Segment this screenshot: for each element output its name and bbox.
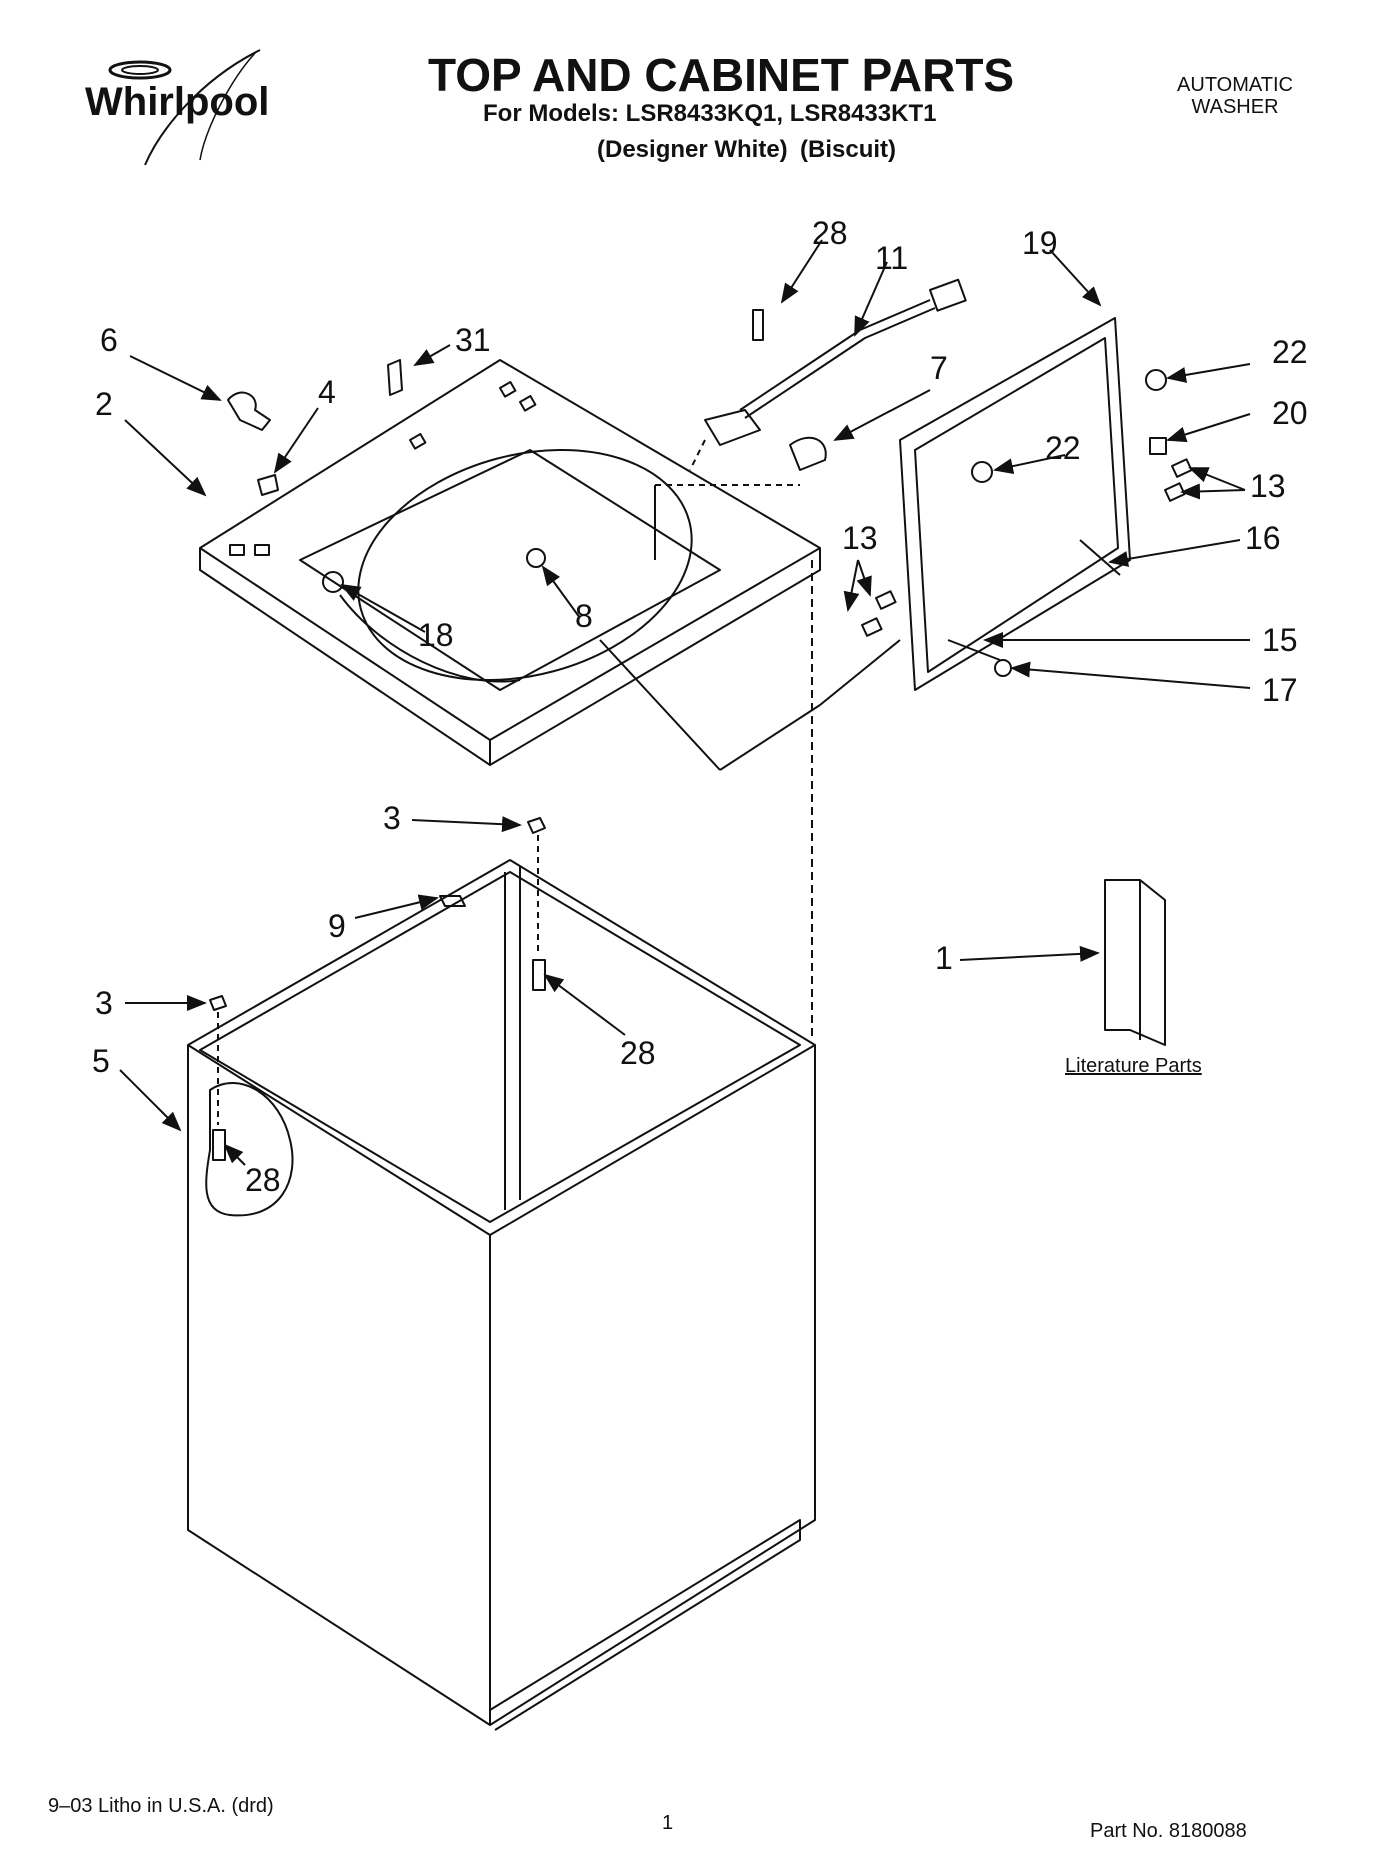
part-4-bracket <box>257 474 279 496</box>
part-9-screw <box>439 895 466 907</box>
part-15-wire <box>947 639 1001 661</box>
washer-top-outline <box>199 359 821 741</box>
product-line-2: WASHER <box>1191 96 1279 118</box>
callout-7: 7 <box>930 350 948 386</box>
part-13-hinge-a <box>1171 458 1193 478</box>
part-7-strike <box>789 436 827 471</box>
callout-28-mid: 28 <box>620 1035 656 1071</box>
part-13-hinge-c <box>860 617 883 637</box>
part-18-bumper <box>322 571 344 593</box>
callout-16: 16 <box>1245 520 1281 556</box>
page-title: TOP AND CABINET PARTS <box>428 49 1015 101</box>
part-17-screw <box>994 659 1012 677</box>
callout-17: 17 <box>1262 672 1298 708</box>
callout-22-right: 22 <box>1272 334 1308 370</box>
callout-15: 15 <box>1262 622 1298 658</box>
cabinet-cutaway <box>205 1082 294 1217</box>
part-16-rod <box>1079 539 1121 576</box>
part-5-cabinet <box>187 859 816 1236</box>
page-number: 1 <box>662 1812 674 1834</box>
callout-13-left: 13 <box>842 520 878 556</box>
part-3-clip-top <box>527 817 546 834</box>
part-28-screw-mid <box>532 959 546 991</box>
callout-28-cutaway: 28 <box>245 1162 281 1198</box>
part-11-lid-switch <box>704 409 761 446</box>
callout-28-top: 28 <box>812 215 848 251</box>
callout-8: 8 <box>575 598 593 634</box>
callout-9: 9 <box>328 908 346 944</box>
part-20-hinge <box>1149 437 1167 455</box>
part-28-screw-cutaway <box>212 1129 226 1161</box>
part-13-hinge-d <box>874 590 897 610</box>
callout-2: 2 <box>95 386 113 422</box>
part-3-clip-left <box>209 995 227 1011</box>
part-number: Part No. 8180088 <box>1090 1820 1247 1842</box>
literature-parts-label: Literature Parts <box>1065 1055 1202 1077</box>
part-6-clip <box>227 391 271 431</box>
callout-3-top: 3 <box>383 800 401 836</box>
callout-18: 18 <box>418 617 454 653</box>
part-8-screw <box>526 548 546 568</box>
callout-6: 6 <box>100 322 118 358</box>
callout-3-left: 3 <box>95 985 113 1021</box>
callout-22-left: 22 <box>1045 430 1081 466</box>
brand-logo-text: Whirlpool <box>85 80 269 124</box>
part-31-pad <box>387 359 403 396</box>
callout-20: 20 <box>1272 395 1308 431</box>
callout-11: 11 <box>875 240 909 276</box>
part-22-bumper-a <box>1145 369 1167 391</box>
part-13-hinge-b <box>1163 482 1186 502</box>
part-28-screw-top <box>752 309 764 341</box>
callout-13-right: 13 <box>1250 468 1286 504</box>
callout-19: 19 <box>1022 225 1058 261</box>
variant-biscuit: (Biscuit) <box>800 136 896 163</box>
part-22-bumper-b <box>971 461 993 483</box>
lid-opening <box>299 449 721 691</box>
callout-31: 31 <box>455 322 491 358</box>
part-19-lid-frame <box>899 317 1131 691</box>
literature-book <box>1104 879 1166 1046</box>
callout-4: 4 <box>318 374 336 410</box>
product-line-1: AUTOMATIC <box>1177 74 1293 96</box>
variant-designer-white: (Designer White) <box>597 136 788 163</box>
models-line: For Models: LSR8433KQ1, LSR8433KT1 <box>483 100 937 127</box>
callout-1: 1 <box>935 940 953 976</box>
print-info: 9–03 Litho in U.S.A. (drd) <box>48 1795 274 1817</box>
callout-5: 5 <box>92 1043 110 1079</box>
whirlpool-logo: Whirlpool <box>85 49 269 166</box>
